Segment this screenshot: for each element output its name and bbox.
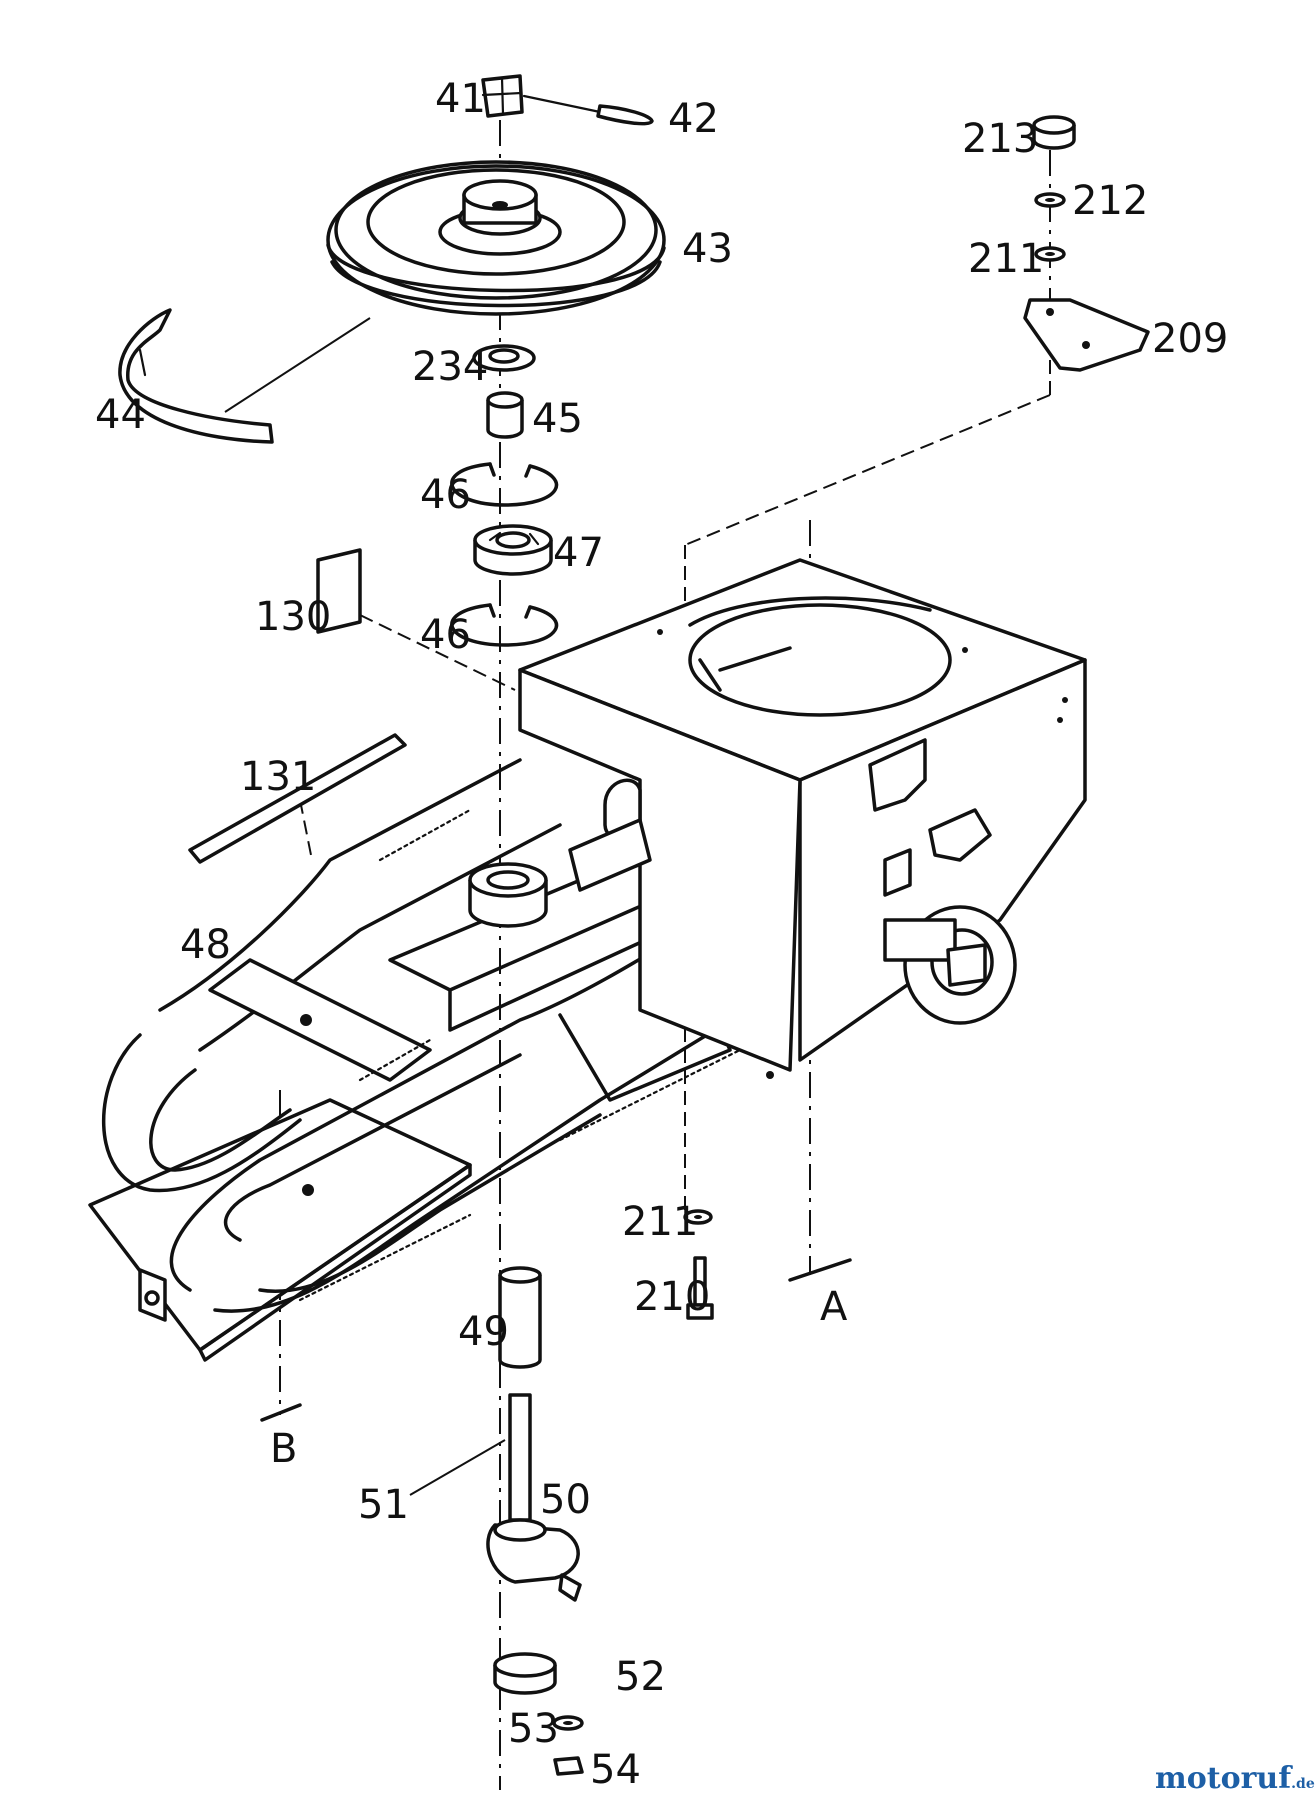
circlip-46-upper [450, 462, 559, 507]
svg-text:motoruf.de: motoruf.de [1155, 1761, 1315, 1796]
cotter-pin-42 [522, 94, 654, 126]
ref-marker-b: B [260, 1403, 302, 1472]
label-47: 47 [553, 530, 604, 576]
label-44: 44 [95, 392, 146, 438]
nut-41 [481, 74, 524, 118]
label-42: 42 [668, 96, 719, 142]
label-46-lower: 46 [420, 612, 471, 658]
label-46-upper: 46 [420, 472, 471, 518]
label-234: 234 [412, 344, 488, 390]
washer-53 [552, 1715, 584, 1731]
label-130: 130 [255, 594, 331, 640]
label-49: 49 [458, 1309, 509, 1355]
label-53: 53 [508, 1706, 559, 1752]
spacer-tube-49 [498, 1266, 542, 1369]
spindle-50 [486, 1393, 582, 1602]
label-212: 212 [1072, 178, 1148, 224]
part-labels: 41 42 43 44 234 45 46 47 130 46 131 48 2… [95, 76, 1228, 1793]
watermark-suffix: .de [1291, 1776, 1315, 1792]
label-48: 48 [180, 922, 231, 968]
ref-label-a: A [820, 1284, 848, 1330]
label-54: 54 [590, 1747, 641, 1793]
gear-housing [518, 558, 1087, 1079]
grease-nipple-51 [409, 1439, 506, 1496]
washer-211-lower [683, 1209, 713, 1225]
watermark-name: motoruf [1155, 1761, 1293, 1796]
washer-211-top [1034, 246, 1066, 262]
pulley-43 [326, 160, 666, 316]
circlip-46-lower [450, 603, 559, 647]
cap-213 [1032, 115, 1076, 150]
label-209: 209 [1152, 316, 1228, 362]
spacer-45 [486, 391, 524, 439]
label-211-top: 211 [968, 236, 1044, 282]
ref-label-b: B [270, 1426, 297, 1472]
washer-234 [472, 344, 536, 372]
label-131: 131 [240, 754, 316, 800]
label-45: 45 [532, 396, 583, 442]
watermark-logo: motoruf.de [1155, 1761, 1315, 1796]
label-210: 210 [634, 1274, 710, 1320]
washer-212 [1034, 192, 1066, 208]
plate-130 [316, 548, 362, 634]
bolt-210 [686, 1256, 714, 1320]
label-211-lower: 211 [622, 1199, 698, 1245]
roller-52 [493, 1652, 557, 1695]
label-213: 213 [962, 116, 1038, 162]
label-51: 51 [358, 1482, 409, 1528]
ref-marker-a: A [788, 1258, 852, 1330]
label-43: 43 [682, 226, 733, 272]
belt-guide-44 [118, 308, 371, 444]
bearing-47 [473, 524, 553, 576]
label-41: 41 [435, 76, 486, 122]
bracket-209 [1023, 298, 1150, 372]
label-50: 50 [540, 1477, 591, 1523]
nut-54 [553, 1756, 584, 1776]
label-52: 52 [615, 1654, 666, 1700]
strip-131 [188, 733, 407, 864]
